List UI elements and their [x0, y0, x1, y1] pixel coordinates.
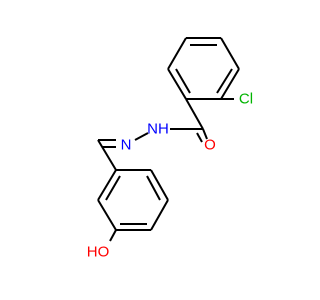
bond: [97, 139, 117, 171]
atom-o-carbonyl: O: [204, 137, 216, 154]
hydroxyphenyl-ring: [97, 169, 169, 231]
bond: [216, 68, 233, 94]
bond: [167, 68, 187, 100]
bond: [167, 37, 187, 70]
structure-svg: Cl O NH N HO: [87, 37, 253, 261]
chlorophenyl-ring: [167, 37, 240, 100]
atom-ho: HO: [87, 244, 110, 261]
bond-c-o: [196, 132, 203, 143]
bond-n-n: [134, 132, 149, 141]
atom-nh: NH: [147, 121, 169, 138]
bond-c-o: [202, 128, 208, 140]
bond: [185, 98, 204, 130]
atom-cl: Cl: [239, 91, 253, 108]
bond-c-oh: [109, 229, 117, 242]
bond: [220, 68, 240, 100]
bond: [105, 175, 121, 201]
bond: [150, 169, 169, 201]
molecule-diagram: Cl O NH N HO: [86, 37, 254, 261]
atom-n-imine: N: [121, 137, 132, 154]
bond: [175, 68, 191, 94]
bond: [150, 199, 169, 231]
bond: [97, 199, 117, 231]
bond: [146, 175, 161, 201]
bond: [220, 37, 240, 70]
bond: [97, 169, 117, 201]
